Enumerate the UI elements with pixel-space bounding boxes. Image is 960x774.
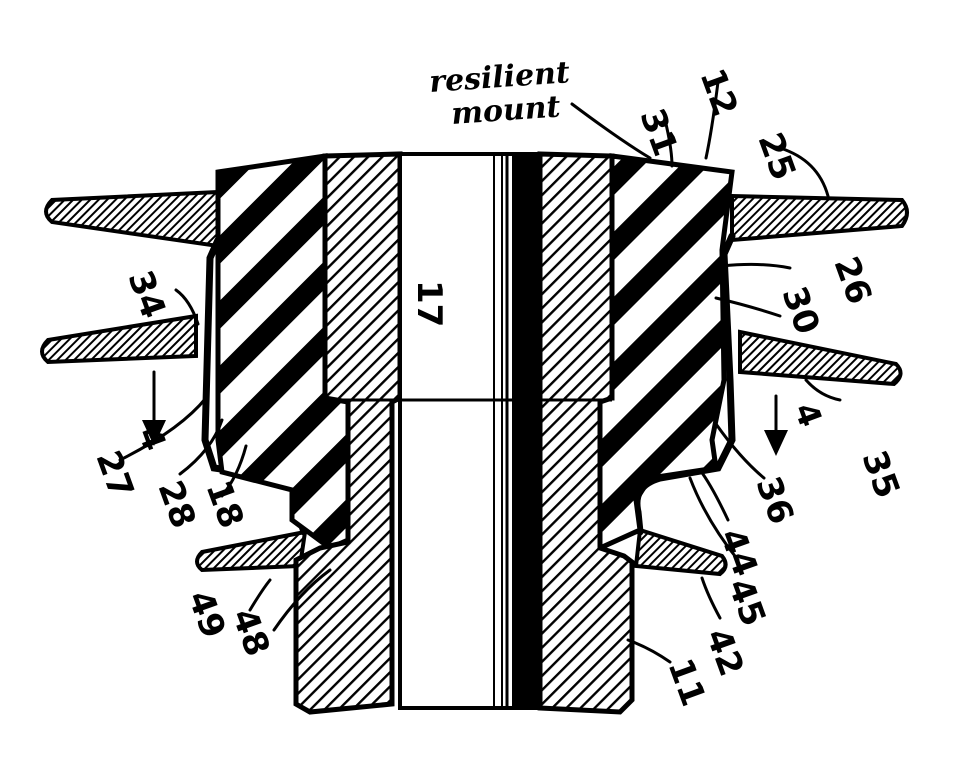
fin-left-top [46, 192, 218, 246]
ref-label-17: 17 [409, 280, 449, 327]
ref-label-45: 45 [720, 573, 774, 631]
ref-label-12: 12 [692, 63, 746, 121]
ref-label-30: 30 [774, 281, 828, 339]
ref-label-28: 28 [150, 475, 204, 533]
arrow-down-icon [764, 430, 788, 456]
ref-label-4-left: 4 [130, 422, 173, 456]
ref-label-26: 26 [826, 251, 880, 309]
ref-label-18: 18 [198, 475, 252, 533]
fin-left-middle [42, 316, 196, 362]
ref-label-25: 25 [750, 127, 804, 185]
annotation-line-2: mount [450, 89, 562, 132]
fin-left-bottom [197, 532, 305, 570]
fin-right-middle [740, 332, 901, 384]
ref-label-36: 36 [748, 471, 802, 529]
ref-label-42: 42 [698, 623, 752, 681]
fin-right-top [732, 196, 907, 240]
ref-label-34: 34 [120, 265, 174, 323]
ref-label-4-right: 4 [786, 398, 829, 432]
ref-label-35: 35 [854, 445, 908, 503]
ref-label-49: 49 [180, 585, 234, 643]
ref-label-48: 48 [224, 603, 278, 661]
